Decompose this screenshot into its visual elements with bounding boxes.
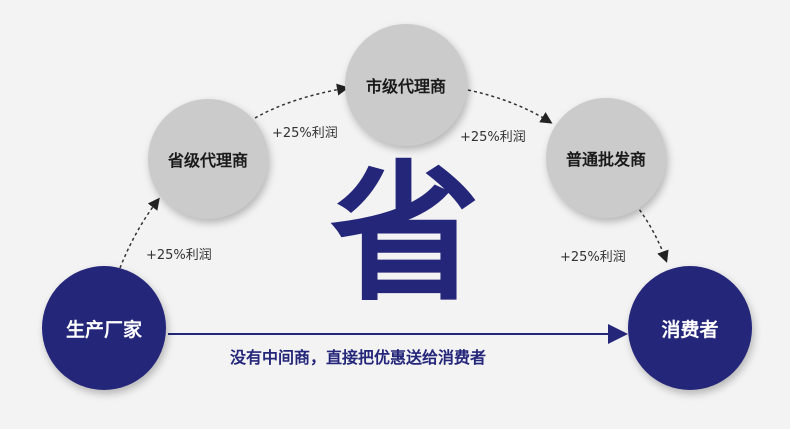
profit-label-wholesaler-consumer: +25%利润	[560, 250, 626, 265]
consumer-label: 消费者	[661, 318, 719, 341]
wholesaler-node: 普通批发商	[546, 98, 666, 218]
consumer-node: 消费者	[628, 266, 752, 390]
arrow-manufacturer-to-provincial	[119, 197, 160, 269]
provincial-agent-label: 省级代理商	[167, 151, 248, 170]
center-caption: 没有中间商，直接把优惠送给消费者	[230, 348, 487, 367]
city-agent-node: 市级代理商	[345, 24, 467, 146]
arrow-wholesaler-to-consumer	[635, 204, 669, 263]
center-big-character: 省	[330, 148, 481, 322]
city-agent-label: 市级代理商	[365, 77, 446, 96]
arrow-city-to-wholesaler	[467, 89, 553, 124]
profit-label-city-wholesaler: +25%利润	[460, 130, 526, 145]
profit-label-provincial-city: +25%利润	[272, 126, 338, 141]
wholesaler-label: 普通批发商	[565, 150, 646, 169]
profit-label-manufacturer-provincial: +25%利润	[146, 248, 212, 263]
manufacturer-label: 生产厂家	[65, 318, 142, 341]
arrow-provincial-to-city	[254, 83, 349, 119]
manufacturer-node: 生产厂家	[42, 266, 166, 390]
provincial-agent-node: 省级代理商	[148, 99, 268, 219]
